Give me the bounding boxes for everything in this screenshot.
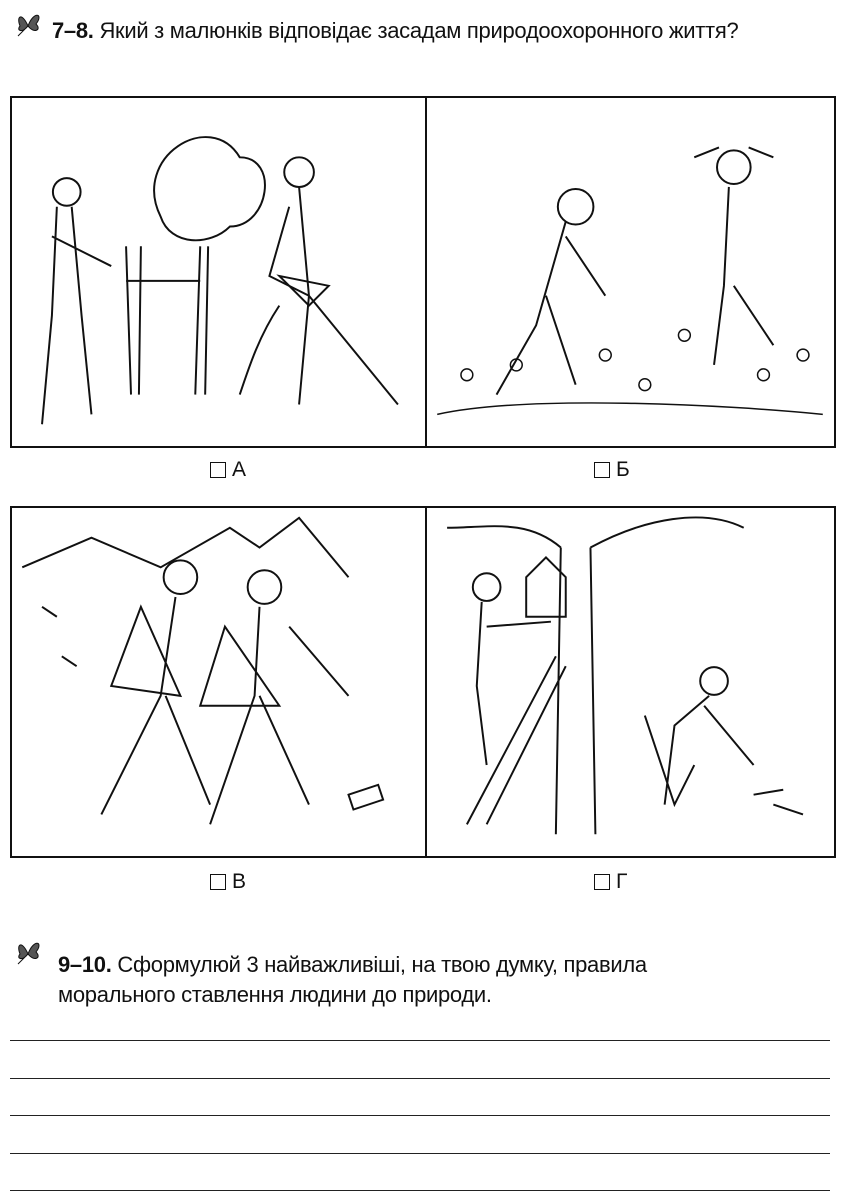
picture-g [425, 506, 836, 858]
option-g[interactable]: Г [594, 870, 627, 894]
checkbox-b[interactable] [594, 462, 610, 478]
butterfly-icon [17, 942, 40, 965]
picture-b [425, 96, 836, 448]
option-g-label: Г [616, 870, 628, 893]
checkbox-g[interactable] [594, 874, 610, 890]
answer-line-5[interactable] [10, 1190, 830, 1191]
option-b-label: Б [616, 458, 630, 481]
answer-line-1[interactable] [10, 1040, 830, 1041]
option-b[interactable]: Б [594, 458, 630, 482]
answer-line-2[interactable] [10, 1078, 830, 1079]
butterfly-icon [17, 14, 40, 37]
option-a-label: А [232, 458, 247, 481]
question-9-10: 9–10. Сформулюй 3 найважливіші, на твою … [58, 952, 647, 1007]
picture-v [10, 506, 427, 858]
option-a[interactable]: А [210, 458, 246, 482]
checkbox-a[interactable] [210, 462, 226, 478]
answer-line-4[interactable] [10, 1153, 830, 1154]
option-v[interactable]: В [210, 870, 246, 894]
question-7-8: 7–8. Який з малюнків відповідає засадам … [52, 18, 739, 43]
option-v-label: В [232, 870, 247, 893]
answer-line-3[interactable] [10, 1115, 830, 1116]
picture-a [10, 96, 427, 448]
checkbox-v[interactable] [210, 874, 226, 890]
